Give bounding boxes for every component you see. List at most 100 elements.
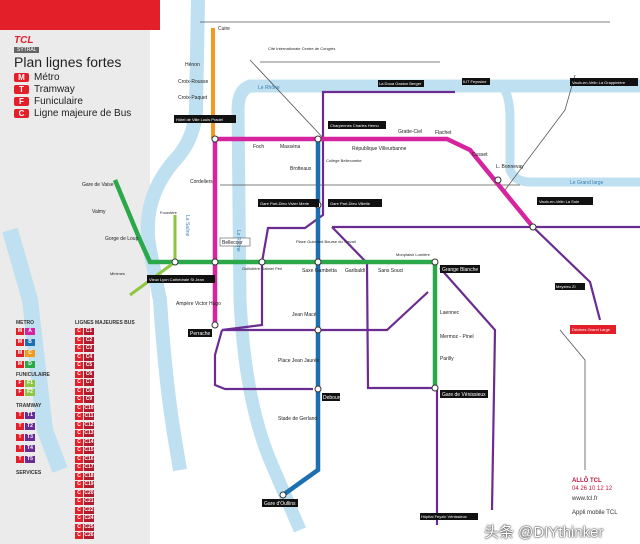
- line-badge: T2: [25, 423, 35, 430]
- mode-badge: C: [75, 336, 83, 344]
- station-label: Stade de Gerland: [278, 416, 317, 422]
- tram-lines: [213, 90, 640, 525]
- river-label-rhone-south: Le Rhône: [235, 230, 241, 252]
- line-badge: C4: [84, 353, 94, 361]
- station-label: Croix-Paquet: [178, 95, 208, 101]
- line-badge: C11: [84, 413, 94, 420]
- line-badge: C5: [84, 362, 94, 369]
- mode-badge: T: [16, 445, 24, 452]
- metro-line-a: [212, 136, 535, 325]
- river-canal: [497, 81, 640, 187]
- line-badge: C26: [84, 532, 94, 539]
- station-label: Sans Souci: [378, 268, 403, 274]
- line-badge: C9: [84, 396, 94, 403]
- line-badge: C10: [84, 404, 94, 412]
- mode-badge: C: [75, 464, 83, 471]
- station-label: Croix-Rousse: [178, 79, 209, 85]
- mode-badge: M: [16, 339, 24, 346]
- river-saone-left: [2, 227, 68, 473]
- line-badge: C25: [84, 523, 94, 531]
- line-badge: C17: [84, 464, 94, 471]
- mode-badge: C: [75, 447, 83, 454]
- key-label: Tramway: [34, 84, 75, 95]
- line-badge: C2: [84, 336, 94, 344]
- line-badge: C14: [84, 438, 94, 446]
- station-label: Foch: [253, 144, 264, 150]
- line-badge: B: [25, 339, 35, 346]
- line-badge: D: [25, 361, 35, 368]
- line-badge: C1: [84, 328, 94, 335]
- station-label: Cité Internationale Centre de Congrès: [268, 46, 335, 51]
- line-badge: C21: [84, 498, 94, 505]
- line-badge: A: [25, 328, 35, 335]
- header-band: [0, 0, 160, 30]
- legend-metro-title: METRO: [16, 320, 35, 326]
- station-label: Hôtel de Ville Louis Pradel: [176, 117, 223, 122]
- mode-badge: T: [16, 423, 24, 430]
- mode-badge: C: [75, 396, 83, 403]
- mode-badge: C: [75, 515, 83, 522]
- station-label: IUT Feyssine: [463, 79, 487, 84]
- mode-badge: M: [16, 350, 24, 357]
- station-label: Vaulx-en-Velin La Soie: [539, 199, 580, 204]
- line-badge: C19: [84, 481, 94, 488]
- station-label: Mermoz - Pinel: [440, 334, 474, 340]
- mode-badge: T: [16, 412, 24, 419]
- key-label: Métro: [34, 72, 60, 83]
- line-badge: C3: [84, 345, 94, 352]
- line-badge: F1: [25, 380, 35, 387]
- station-label: Gare de Vaise: [82, 182, 114, 188]
- station-label: Ampère Victor Hugo: [176, 301, 221, 307]
- line-badge: T5: [25, 456, 35, 463]
- line-badge: C16: [84, 455, 94, 463]
- station-label: Masséna: [280, 144, 301, 150]
- mode-badge: C: [75, 455, 83, 463]
- station-label: Gratte-Ciel: [398, 129, 422, 135]
- mode-badge: C: [75, 498, 83, 505]
- mode-badge: C: [75, 362, 83, 369]
- station-label: Hôpital Feyzin Vénissieux: [421, 514, 467, 519]
- mode-badge: C: [75, 387, 83, 395]
- station-label: République Villeurbanne: [352, 146, 407, 152]
- key-label: Ligne majeure de Bus: [34, 108, 132, 119]
- line-badge: T4: [25, 445, 35, 452]
- station-labels: Cuire Hénon Croix-Rousse Croix-Paquet Hô…: [82, 26, 638, 520]
- mode-badge: C: [75, 506, 83, 514]
- mode-badge: M: [16, 328, 24, 335]
- mode-badge: C: [75, 404, 83, 412]
- mode-badge: M: [16, 361, 24, 368]
- tram-badge: T: [14, 85, 29, 94]
- station-label: Parilly: [440, 356, 454, 362]
- station-label: Saxe Gambetta: [302, 268, 337, 274]
- website-link[interactable]: www.tcl.fr: [572, 496, 598, 502]
- station-label: Garibaldi: [345, 268, 365, 274]
- station-label: Fourvière: [160, 210, 178, 215]
- key-label: Funiculaire: [34, 96, 83, 107]
- mode-badge: C: [75, 430, 83, 437]
